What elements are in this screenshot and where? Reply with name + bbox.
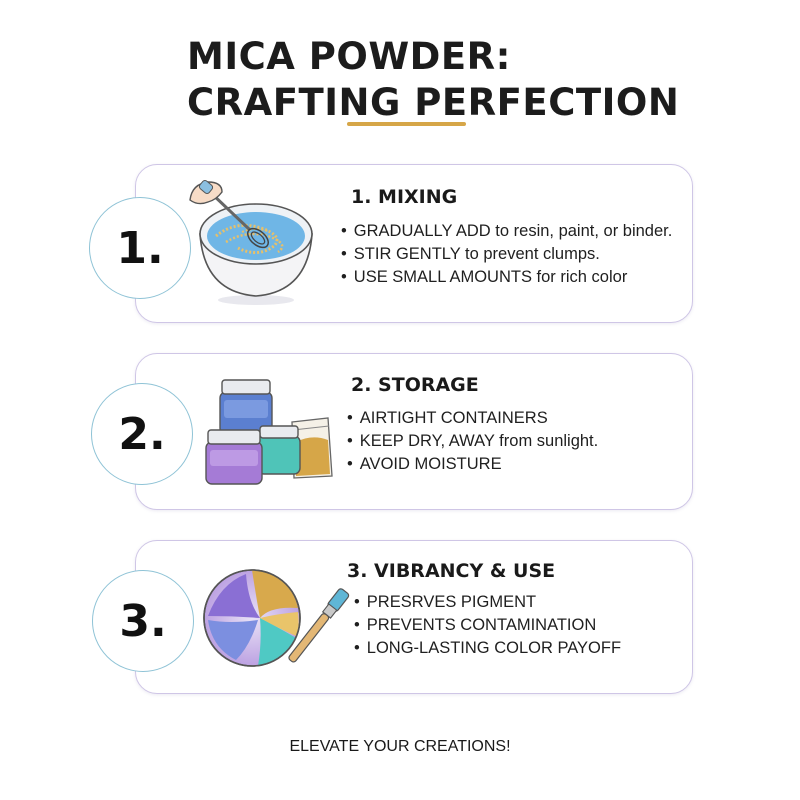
page-title: MICA POWDER: CRAFTING PERFECTION [187,34,679,126]
whisk-bowl-icon [189,180,313,305]
step-title-vibrancy: 3. VIBRANCY & USE [347,560,556,582]
step-bullets-mixing: GRADUALLY ADD to resin, paint, or binder… [341,220,673,289]
bullet-item: PRESRVES PIGMENT [354,591,621,614]
bullet-item: KEEP DRY, AWAY from sunlight. [347,430,598,453]
step-number-badge: 1. [89,197,191,299]
title-underline [347,122,466,126]
bullet-item: USE SMALL AMOUNTS for rich color [341,266,672,289]
bullet-item: STIR GENTLY to prevent clumps. [341,243,672,266]
step-bullets-storage: AIRTIGHT CONTAINERS KEEP DRY, AWAY from … [347,407,598,476]
bullet-item: GRADUALLY ADD to resin, paint, or binder… [341,220,673,243]
bullet-item: LONG-LASTING COLOR PAYOFF [354,637,621,660]
footer-tagline: ELEVATE YOUR CREATIONS! [289,738,511,755]
jars-and-bag-icon [205,379,333,485]
step-number-badge: 3. [92,570,194,672]
title-line-2: CRAFTING PERFECTION [187,81,680,124]
step-number-badge: 2. [91,383,193,485]
bullet-item: AIRTIGHT CONTAINERS [347,407,598,430]
bullet-item: AVOID MOISTURE [347,453,598,476]
step-title-mixing: 1. MIXING [351,186,458,208]
title-line-1: MICA POWDER: [187,35,511,78]
step-title-storage: 2. STORAGE [351,374,479,396]
bullet-item: PREVENTS CONTAMINATION [354,614,621,637]
step-bullets-vibrancy: PRESRVES PIGMENT PREVENTS CONTAMINATION … [354,591,621,660]
coaster-and-brush-icon [203,569,350,667]
